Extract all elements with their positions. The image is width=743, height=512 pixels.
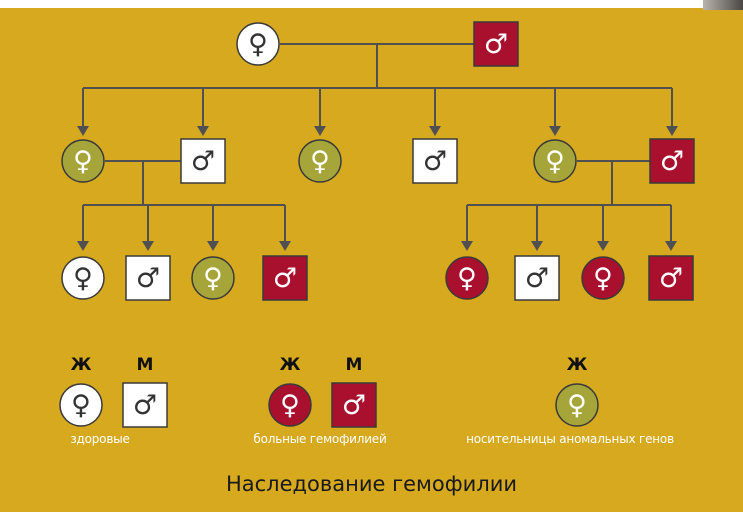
female-symbol-icon: ♀ [545,146,565,177]
legend-healthy-label: здоровые [70,432,130,446]
gen3-right-person-3: ♀ [581,256,625,300]
corner-photo-fragment [703,0,743,10]
male-symbol-icon: ♂ [484,29,508,60]
arrowhead [461,241,473,251]
male-symbol-icon: ♂ [660,146,684,177]
arrowhead [429,126,441,136]
legend-affected-male-head: М [345,355,363,375]
arrowhead [597,241,609,251]
male-square [649,138,695,184]
legend-carrier-female-head: Ж [566,355,588,375]
arrowhead [665,241,677,251]
female-circle [533,139,577,183]
female-symbol-icon: ♀ [280,390,300,421]
gen3-left-person-4: ♂ [262,255,308,301]
male-square [125,255,171,301]
female-circle [555,383,599,427]
diagram-caption: Наследование гемофилии [225,472,518,496]
legend-carrier-label: носительницы аномальных генов [466,432,674,446]
female-symbol-icon: ♀ [248,29,268,60]
male-square [331,382,377,428]
gen3-left-person-2: ♂ [125,255,171,301]
male-square [122,382,168,428]
gen3-left-person-3: ♀ [191,256,235,300]
gen2-person-3: ♀ [298,139,342,183]
arrowhead [77,126,89,136]
arrowhead [207,241,219,251]
male-symbol-icon: ♂ [191,146,215,177]
female-circle [236,22,280,66]
female-symbol-icon: ♀ [567,390,587,421]
female-circle [61,139,105,183]
gen3-right-person-1: ♀ [445,256,489,300]
legend-affected-male-symbol: ♂ [331,382,377,428]
legend-healthy-male-symbol: ♂ [122,382,168,428]
arrowhead [531,241,543,251]
female-symbol-icon: ♀ [73,263,93,294]
male-symbol-icon: ♂ [659,263,683,294]
female-symbol-icon: ♀ [203,263,223,294]
female-symbol-icon: ♀ [593,263,613,294]
arrowhead [549,126,561,136]
legend-healthy-male-head: М [136,355,154,375]
gen2-person-4: ♂ [412,138,458,184]
legend-healthy-female-symbol: ♀ [59,383,103,427]
gen3-left-person-1: ♀ [61,256,105,300]
male-symbol-icon: ♂ [423,146,447,177]
legend-healthy-female-head: Ж [70,355,92,375]
female-symbol-icon: ♀ [310,146,330,177]
arrowhead [197,126,209,136]
female-circle [268,383,312,427]
gen2-person-6: ♂ [649,138,695,184]
male-square [412,138,458,184]
arrowhead [666,126,678,136]
gen2-person-5: ♀ [533,139,577,183]
arrowhead [279,241,291,251]
male-symbol-icon: ♂ [133,390,157,421]
gen3-right-person-4: ♂ [648,255,694,301]
female-circle [191,256,235,300]
gen1-person-1: ♀ [236,22,280,66]
male-square [473,21,519,67]
legend-carrier-female-symbol: ♀ [555,383,599,427]
arrowhead [314,126,326,136]
male-symbol-icon: ♂ [136,263,160,294]
gen3-right-person-2: ♂ [514,255,560,301]
female-symbol-icon: ♀ [457,263,477,294]
arrowhead [77,241,89,251]
female-circle [61,256,105,300]
male-symbol-icon: ♂ [342,390,366,421]
legend-affected-label: больные гемофилией [253,432,387,446]
male-square [180,138,226,184]
female-circle [445,256,489,300]
male-square [648,255,694,301]
female-symbol-icon: ♀ [71,390,91,421]
male-square [514,255,560,301]
male-square [262,255,308,301]
legend-affected-female-symbol: ♀ [268,383,312,427]
female-circle [298,139,342,183]
female-symbol-icon: ♀ [73,146,93,177]
male-symbol-icon: ♂ [525,263,549,294]
top-edge-strip [0,0,743,8]
arrowhead [142,241,154,251]
female-circle [581,256,625,300]
legend-affected-female-head: Ж [279,355,301,375]
gen2-person-1: ♀ [61,139,105,183]
female-circle [59,383,103,427]
gen2-person-2: ♂ [180,138,226,184]
male-symbol-icon: ♂ [273,263,297,294]
gen1-person-2: ♂ [473,21,519,67]
